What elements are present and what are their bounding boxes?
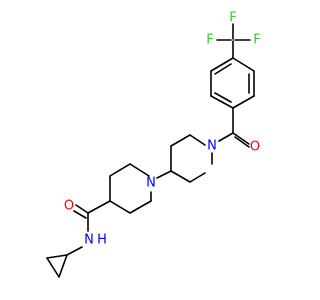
bond: [109, 200, 131, 214]
benzene-ring: [210, 57, 255, 109]
fluorine-label: F: [229, 11, 236, 26]
bond: [189, 172, 206, 183]
carbonyl-oxygen-label: O: [250, 140, 260, 155]
bond: [66, 246, 83, 256]
bond: [156, 170, 172, 179]
piperidine-nitrogen-label: N: [146, 176, 156, 191]
bond: [218, 132, 234, 142]
bond: [129, 163, 150, 177]
bond: [214, 63, 232, 75]
molecule-canvas: F F F O N N O N H: [0, 0, 300, 300]
bond: [58, 254, 68, 278]
bond: [210, 95, 234, 109]
bond: [232, 57, 255, 72]
bond: [87, 200, 111, 214]
bond: [46, 257, 60, 278]
amide-hydrogen-label: H: [97, 233, 107, 248]
structure-diagram: F F F O N N O N H: [0, 0, 300, 300]
fluorine-label: F: [206, 33, 213, 48]
bond: [210, 57, 234, 72]
bond: [232, 95, 255, 109]
amide-nitrogen-label: N: [84, 233, 94, 248]
bond: [73, 210, 87, 219]
cyclopropyl-ring: [46, 254, 68, 278]
bond: [234, 136, 250, 148]
bond: [75, 204, 89, 214]
lower-piperidine-ring: [109, 163, 152, 214]
bond: [170, 170, 191, 183]
fluorine-label: F: [253, 33, 260, 48]
carbonyl-group: [218, 107, 250, 148]
bond: [109, 163, 131, 177]
bond: [232, 132, 250, 145]
bond: [170, 134, 191, 147]
bond: [129, 200, 152, 214]
upper-piperidine-ring: [170, 134, 213, 183]
amide-oxygen-label: O: [64, 199, 74, 214]
bond: [46, 254, 68, 259]
bond: [214, 92, 232, 103]
carboxamide-group: [66, 200, 111, 256]
trifluoromethyl-group: [216, 23, 251, 59]
bond: [189, 134, 206, 146]
piperidine-nitrogen-label: N: [207, 139, 217, 154]
background: [0, 0, 300, 300]
